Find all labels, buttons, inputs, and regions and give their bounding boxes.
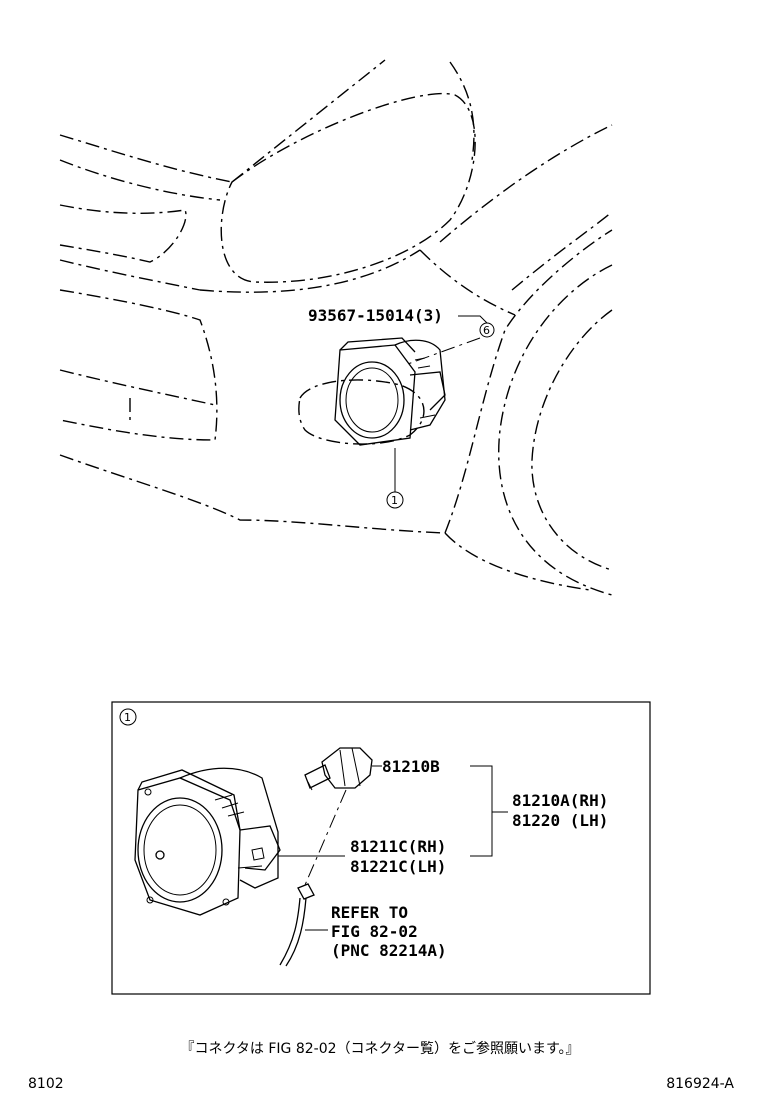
assy-rh-part-number: 81210A(RH) (512, 791, 608, 810)
bulb-icon (304, 747, 373, 791)
bolt-part-number: 93567-15014(3) (308, 306, 443, 325)
refer-line-1: REFER TO (331, 903, 408, 922)
fog-lamp-callout: 1 (386, 448, 404, 509)
refer-line-3: (PNC 82214A) (331, 941, 447, 960)
figure-code: 8102 (28, 1076, 64, 1092)
refer-line-2: FIG 82-02 (331, 922, 418, 941)
fog-lamp-assembly (134, 767, 281, 916)
unit-rh-part-number: 81211C(RH) (350, 837, 446, 856)
detail-callout: 1 (124, 711, 131, 724)
bulb-part-number: 81210B (382, 757, 440, 776)
detail-box (111, 701, 651, 995)
unit-lh-part-number: 81221C(LH) (350, 857, 446, 876)
fog-lamp-callout-number: 1 (391, 494, 398, 507)
assy-lh-part-number: 81220 (LH) (512, 811, 608, 830)
bolt-callout-number: 6 (483, 324, 490, 337)
connector-note: 『コネクタは FIG 82-02（コネクター覧）をご参照願います。』 (180, 1041, 580, 1057)
connector-wire (279, 789, 347, 967)
illustration-id: 816924-A (666, 1076, 734, 1092)
leader-lines (278, 765, 508, 931)
bolt-callout: 6 93567-15014(3) (308, 306, 495, 366)
vehicle-outline (59, 59, 613, 596)
fog-lamp-installed (334, 337, 446, 446)
